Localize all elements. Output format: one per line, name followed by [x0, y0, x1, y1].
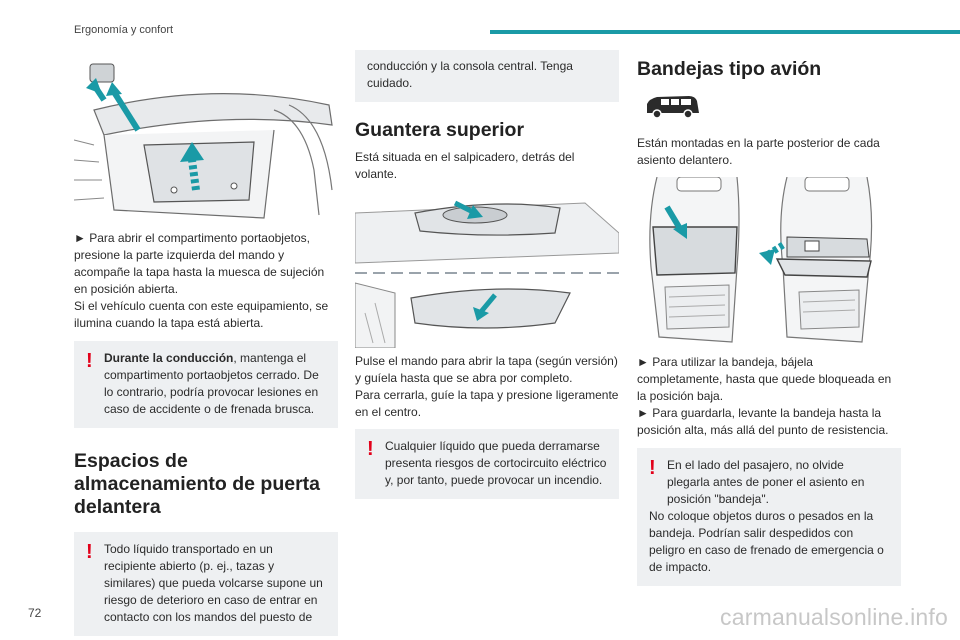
section-title: Ergonomía y confort [74, 24, 174, 36]
warning-box-fire: ! Cualquier líquido que pueda derramarse… [355, 429, 619, 499]
warning-text: , mantenga el compartimento portaobjetos… [104, 351, 319, 416]
warning-bold: Durante la conducción [104, 351, 234, 365]
warning-icon: ! [649, 457, 656, 479]
upper-glovebox-icon [355, 193, 619, 348]
warning-text: Todo líquido transportado en un recipien… [104, 542, 323, 624]
warning-box-liquids: ! Todo líquido transportado en un recipi… [74, 532, 338, 636]
stow-step: ► Para guardarla, levante la bandeja has… [637, 406, 889, 437]
page-number: 72 [28, 606, 42, 620]
upper-glovebox-intro: Está situada en el salpicadero, detrás d… [355, 150, 575, 181]
light-note: Si el vehículo cuenta con este equipamie… [74, 299, 329, 330]
van-icon [643, 93, 901, 123]
close-instructions: Para cerrarla, guíe la tapa y presione l… [355, 388, 619, 419]
warning-icon: ! [86, 541, 93, 563]
open-step: ► Para abrir el compartimento portaobjet… [74, 231, 325, 296]
warning-box-continued: conducción y la consola central. Tenga c… [355, 50, 619, 102]
warning-text: Cualquier líquido que pueda derramarse p… [385, 439, 607, 487]
warning-box-driving: ! Durante la conducción, mantenga el com… [74, 341, 338, 428]
warning-extra-text: No coloque objetos duros o pesados en la… [649, 509, 884, 574]
glovebox-opening-icon [74, 50, 338, 222]
warning-icon: ! [367, 438, 374, 460]
use-step: ► Para utilizar la bandeja, bájela compl… [637, 355, 892, 403]
column-right: Bandejas tipo avión Están montadas en la… [637, 50, 901, 586]
tray-intro: Están montadas en la parte posterior de … [637, 136, 880, 167]
watermark: carmanualsonline.info [720, 604, 948, 630]
open-instructions: Pulse el mando para abrir la tapa (según… [355, 354, 618, 385]
warning-text: conducción y la consola central. Tenga c… [367, 59, 573, 90]
warning-box-tray: ! En el lado del pasajero, no olvide ple… [637, 448, 901, 586]
warning-icon: ! [86, 350, 93, 372]
door-storage-heading: Espacios de almacenamiento de puerta del… [74, 450, 320, 518]
seat-tray-icon [637, 177, 901, 344]
column-middle: conducción y la consola central. Tenga c… [355, 50, 619, 499]
tray-heading: Bandejas tipo avión [637, 58, 822, 80]
warning-text: En el lado del pasajero, no olvide plega… [667, 458, 865, 506]
column-left: ► Para abrir el compartimento portaobjet… [74, 50, 338, 636]
header-accent-bar [490, 30, 960, 34]
upper-glovebox-heading: Guantera superior [355, 119, 525, 141]
